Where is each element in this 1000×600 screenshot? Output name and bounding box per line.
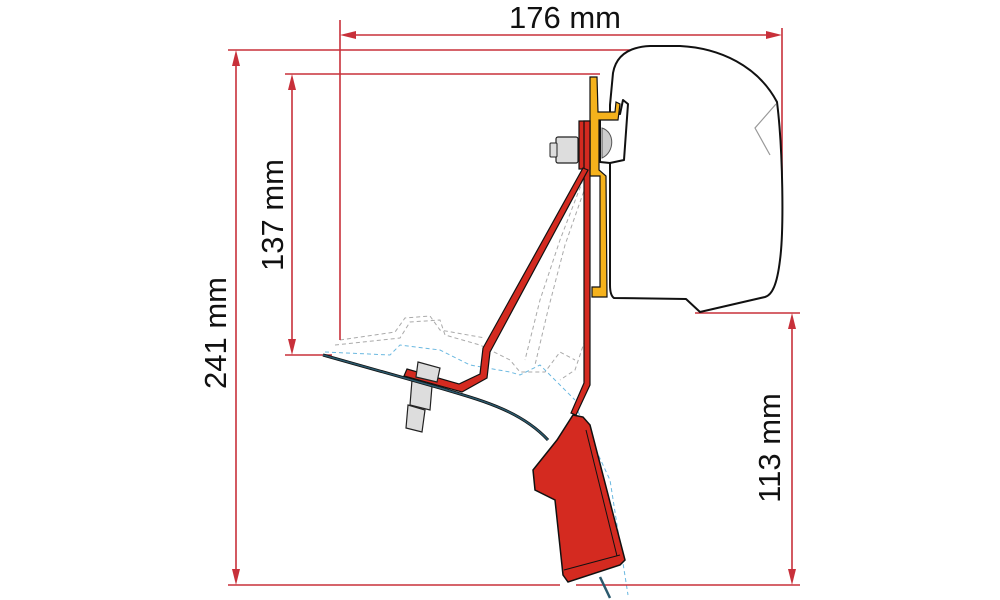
reference-outline-dashed (324, 179, 629, 596)
dimension-bottom-clearance-label: 113 mm (752, 393, 787, 503)
bolt-lower (405, 361, 441, 433)
dimension-bracket-height: 137 mm (255, 73, 600, 356)
dimension-total-height: 241 mm (198, 49, 800, 586)
dimension-width-label: 176 mm (509, 0, 621, 35)
awning-cassette (599, 45, 784, 313)
mounting-rail (589, 76, 621, 298)
dimension-total-height-label: 241 mm (198, 277, 233, 389)
roof-edge-line (322, 353, 612, 599)
dimension-bottom-clearance: 113 mm (695, 312, 800, 585)
adapter-bracket (403, 120, 626, 583)
dimension-bracket-height-label: 137 mm (255, 159, 290, 271)
bolt-upper (549, 136, 579, 164)
